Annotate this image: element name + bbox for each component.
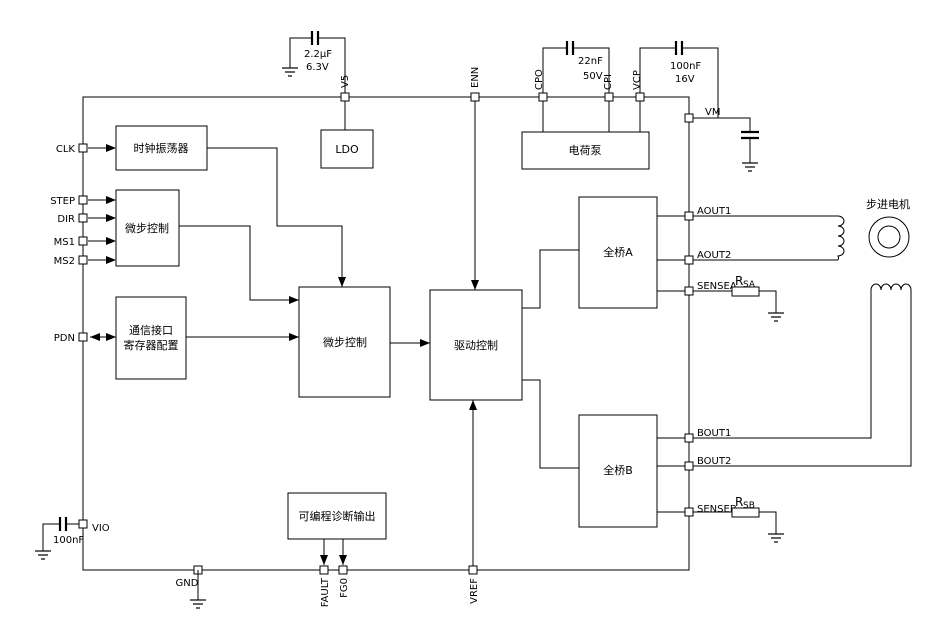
right-pins: VM AOUT1 AOUT2 SENSEA BOUT1 BOUT2 SENSEB bbox=[684, 107, 737, 517]
sense-resistor-a: R SA bbox=[693, 274, 784, 322]
pin-vm-label: VM bbox=[705, 107, 720, 118]
pin-pdn-label: PDN bbox=[54, 333, 75, 344]
clock-oscillator-block: 时钟振荡器 bbox=[115, 125, 208, 171]
motor-rotor-inner bbox=[877, 225, 901, 249]
v5-capacitor: 2.2μF 6.3V bbox=[282, 31, 346, 93]
bottom-pins: GND FAULT FG0 VREF bbox=[176, 565, 480, 607]
vm-capacitor bbox=[718, 117, 759, 172]
diagnostic-output-label: 可编程诊断输出 bbox=[299, 509, 376, 523]
vio-cap-value: 100nF bbox=[53, 535, 84, 546]
pin-vcp bbox=[635, 92, 645, 102]
pin-cpi bbox=[604, 92, 614, 102]
pin-ms1 bbox=[78, 236, 88, 246]
pin-enn bbox=[470, 92, 480, 102]
arrowheads bbox=[90, 144, 479, 565]
stepper-motor: 步进电机 bbox=[693, 197, 912, 467]
comm-interface-block: 通信接口 寄存器配置 bbox=[115, 296, 187, 380]
vcp-cap-value: 100nF bbox=[670, 61, 701, 72]
pin-vcp-label: VCP bbox=[632, 70, 643, 90]
pin-fault bbox=[319, 565, 329, 575]
clock-oscillator-label: 时钟振荡器 bbox=[134, 141, 189, 155]
pin-bout1-label: BOUT1 bbox=[697, 428, 731, 439]
diagnostic-output-block: 可编程诊断输出 bbox=[287, 492, 387, 540]
pin-dir-label: DIR bbox=[57, 214, 75, 225]
pin-vio-label: VIO bbox=[92, 523, 110, 534]
pin-ms2 bbox=[78, 255, 88, 265]
rsa-label-main: R bbox=[735, 274, 743, 288]
pin-cpo-label: CPO bbox=[534, 69, 545, 90]
pin-vref-label: VREF bbox=[469, 578, 480, 604]
full-bridge-a-label: 全桥A bbox=[603, 245, 633, 259]
comm-interface-label-2: 寄存器配置 bbox=[124, 338, 179, 352]
pin-clk-label: CLK bbox=[56, 144, 76, 155]
pin-clk bbox=[78, 143, 88, 153]
pin-aout2-label: AOUT2 bbox=[697, 250, 731, 261]
rsb-label-main: R bbox=[735, 495, 743, 509]
pin-vref bbox=[468, 565, 478, 575]
vio-capacitor: 100nF bbox=[35, 490, 84, 560]
microstep-input-block: 微步控制 bbox=[115, 189, 180, 267]
pin-sensea bbox=[684, 286, 694, 296]
vcp-cap-voltage: 16V bbox=[675, 74, 695, 85]
sense-resistor-b: R SB bbox=[693, 495, 784, 543]
microstep-input-label: 微步控制 bbox=[125, 221, 169, 235]
left-pins: CLK STEP DIR MS1 MS2 PDN VIO bbox=[50, 143, 110, 534]
pin-senseb-label: SENSEB bbox=[697, 504, 737, 515]
charge-pump-block: 电荷泵 bbox=[521, 131, 650, 170]
pin-pdn bbox=[78, 332, 88, 342]
charge-pump-label: 电荷泵 bbox=[569, 144, 602, 157]
full-bridge-b-label: 全桥B bbox=[603, 463, 633, 477]
pin-senseb bbox=[684, 507, 694, 517]
pin-aout2 bbox=[684, 255, 694, 265]
pin-fg0-label: FG0 bbox=[339, 578, 350, 598]
pin-vm bbox=[684, 113, 694, 123]
pin-bout1 bbox=[684, 433, 694, 443]
pin-fg0 bbox=[338, 565, 348, 575]
cp-cap-voltage: 50V bbox=[583, 71, 603, 82]
cp-cap-value: 22nF bbox=[578, 56, 603, 67]
full-bridge-b-block: 全桥B bbox=[578, 414, 658, 528]
microstep-control-label: 微步控制 bbox=[323, 335, 367, 349]
motor-label: 步进电机 bbox=[866, 197, 910, 211]
pin-aout1-label: AOUT1 bbox=[697, 206, 731, 217]
full-bridge-a-block: 全桥A bbox=[578, 196, 658, 309]
pin-cpo bbox=[538, 92, 548, 102]
v5-cap-voltage: 6.3V bbox=[306, 62, 329, 73]
pin-aout1 bbox=[684, 211, 694, 221]
rsa-label-sub: SA bbox=[743, 280, 756, 290]
pin-dir bbox=[78, 213, 88, 223]
pin-bout2 bbox=[684, 461, 694, 471]
drive-control-block: 驱动控制 bbox=[429, 289, 523, 401]
ldo-block: LDO bbox=[320, 129, 374, 169]
comm-interface-label-1: 通信接口 bbox=[129, 324, 173, 337]
pin-gnd-label: GND bbox=[176, 578, 199, 589]
pin-sensea-label: SENSEA bbox=[697, 281, 737, 292]
pin-step bbox=[78, 195, 88, 205]
gnd-ground-symbol bbox=[190, 570, 206, 609]
microstep-control-block: 微步控制 bbox=[298, 286, 391, 398]
pin-ms1-label: MS1 bbox=[54, 237, 75, 248]
motor-rotor-outer bbox=[868, 216, 910, 258]
pin-vio bbox=[78, 519, 88, 529]
pin-ms2-label: MS2 bbox=[54, 256, 75, 267]
charge-pump-capacitor: 22nF 50V bbox=[542, 41, 610, 93]
pin-fault-label: FAULT bbox=[320, 577, 331, 607]
pin-bout2-label: BOUT2 bbox=[697, 456, 731, 467]
drive-control-label: 驱动控制 bbox=[454, 338, 498, 352]
pin-v5 bbox=[340, 92, 350, 102]
rsb-label-sub: SB bbox=[743, 501, 755, 511]
pin-step-label: STEP bbox=[50, 196, 75, 207]
vcp-capacitor: 100nF 16V bbox=[639, 41, 719, 119]
input-lines bbox=[88, 147, 116, 338]
pin-enn-label: ENN bbox=[470, 67, 481, 88]
v5-cap-value: 2.2μF bbox=[304, 49, 332, 60]
ldo-label: LDO bbox=[335, 143, 359, 156]
